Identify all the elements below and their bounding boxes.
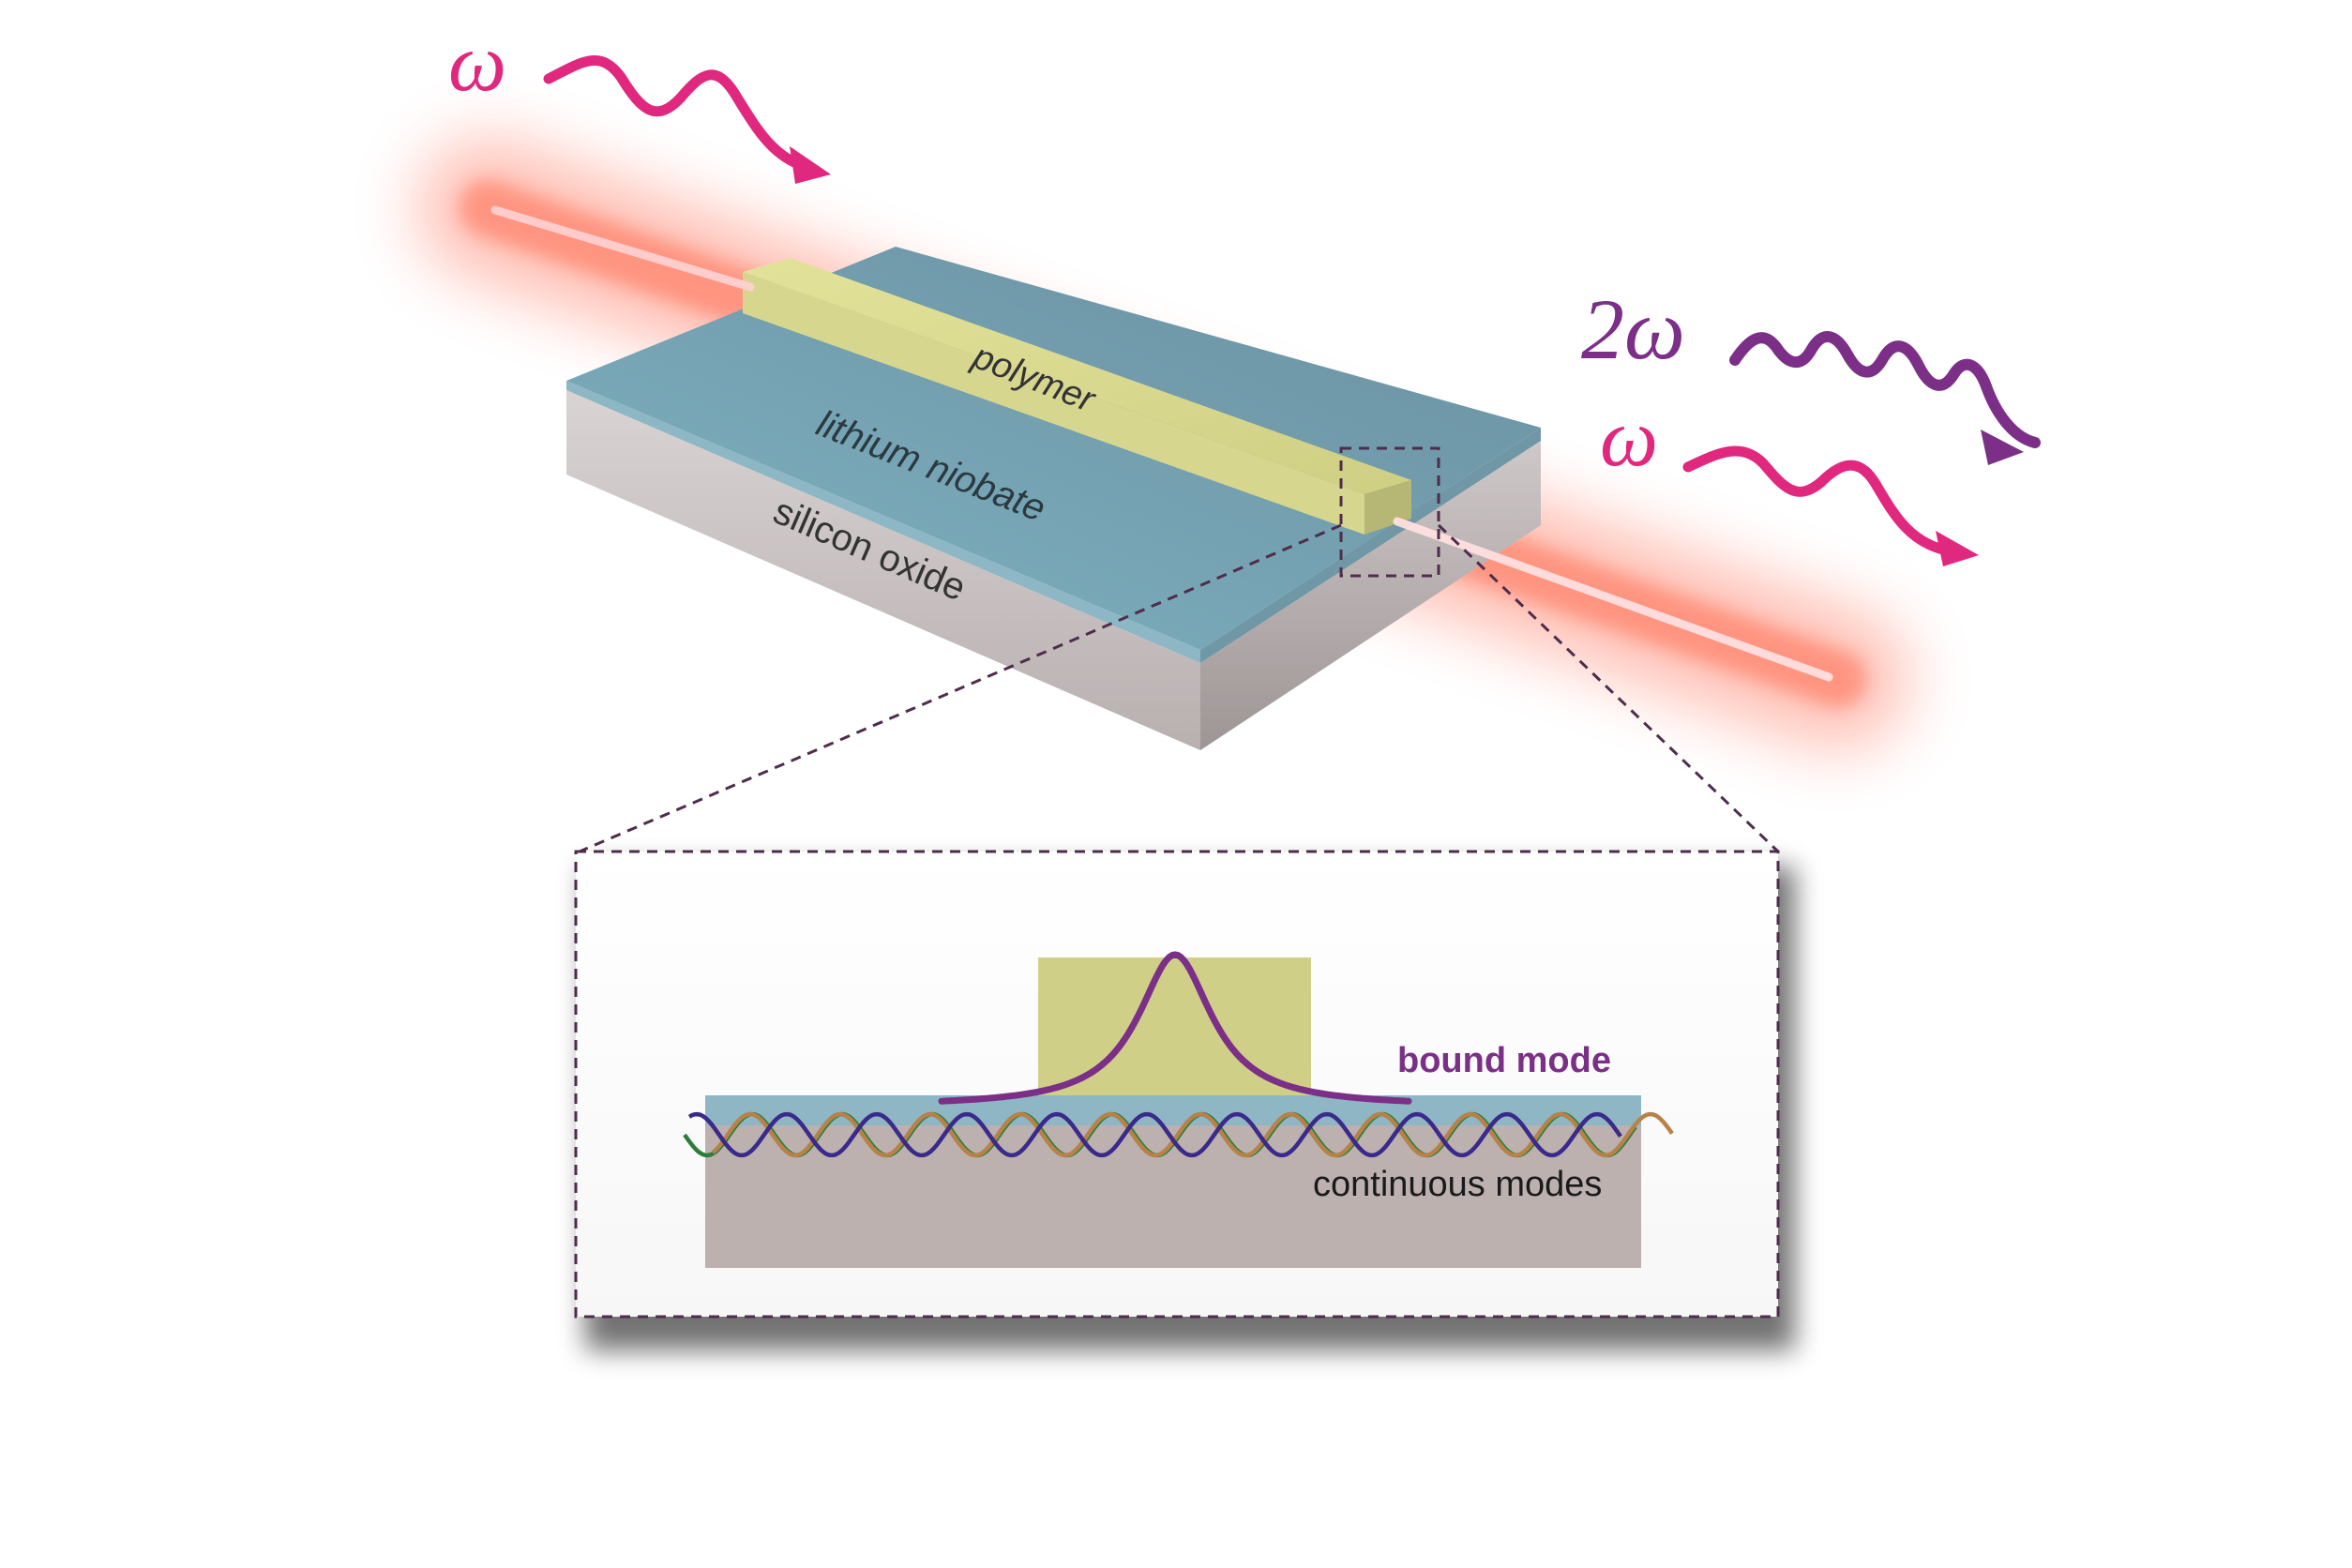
input-omega-label: ω xyxy=(448,18,506,109)
output-second-harmonic: 2ω xyxy=(1581,281,2041,465)
silicon-oxide-side-face xyxy=(1200,441,1541,750)
lithium-niobate-top xyxy=(566,247,1541,650)
output-fund-wave-icon xyxy=(1682,445,1949,555)
continuous-modes-label: continuous modes xyxy=(1313,1165,1602,1204)
input-photon: ω xyxy=(448,18,831,184)
input-wave-icon xyxy=(543,55,812,173)
output-omega-label: ω xyxy=(1600,393,1658,484)
inset-silicon-oxide xyxy=(705,1125,1641,1268)
zoom-line-right xyxy=(1437,523,1780,853)
laser-beam xyxy=(490,205,1833,682)
cross-section-inset: bound mode continuous modes xyxy=(574,850,1795,1350)
silicon-oxide-front-face xyxy=(566,390,1200,750)
output-sh-arrow-icon xyxy=(1981,430,2024,465)
lithium-niobate-front-edge xyxy=(566,381,1200,663)
polymer-left-side xyxy=(743,272,1364,535)
polymer-top xyxy=(743,258,1411,494)
bound-mode-profile xyxy=(938,951,1412,1105)
lithium-niobate-side-edge xyxy=(1200,428,1541,663)
input-arrow-icon xyxy=(790,146,831,184)
continuous-mode-wave-blue xyxy=(687,1111,1622,1158)
zoom-region-marker xyxy=(1339,446,1440,578)
zoom-line-left xyxy=(579,523,1342,853)
output-fund-arrow-icon xyxy=(1936,531,1979,566)
output-sh-wave-icon xyxy=(1729,331,2041,448)
inset-polymer xyxy=(1038,957,1311,1095)
output-fundamental: ω xyxy=(1600,393,1979,566)
bound-mode-label: bound mode xyxy=(1397,1041,1611,1080)
inset-lithium-niobate xyxy=(705,1095,1641,1125)
output-2omega-label: 2ω xyxy=(1581,281,1685,377)
continuous-mode-wave-orange xyxy=(711,1111,1674,1158)
chip xyxy=(566,247,1541,750)
